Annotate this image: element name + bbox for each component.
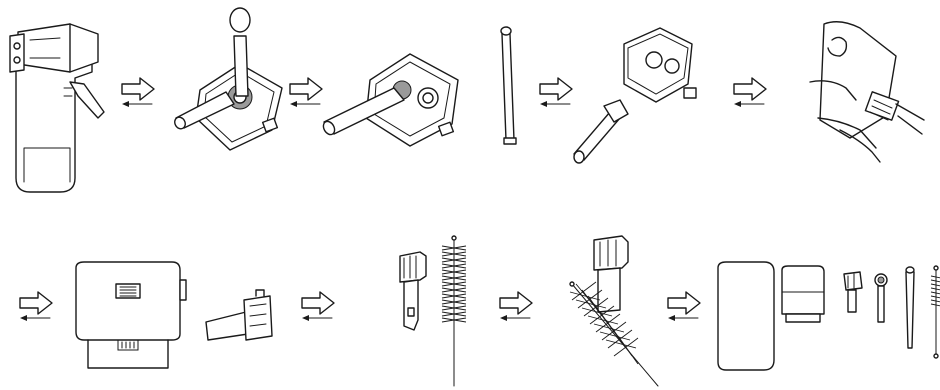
all-parts-illustration bbox=[718, 262, 940, 370]
step-arrows-7 bbox=[500, 292, 532, 321]
lid-housing-front-illustration bbox=[76, 262, 186, 368]
brushing-nozzle-illustration bbox=[570, 236, 658, 386]
step-arrows-3 bbox=[540, 78, 572, 107]
lid-and-connector-illustration bbox=[574, 28, 696, 163]
step-arrows-6 bbox=[302, 292, 334, 321]
suction-tube-illustration bbox=[501, 27, 516, 144]
step-arrows-2 bbox=[290, 78, 322, 107]
lid-with-angled-tube-illustration bbox=[321, 54, 458, 146]
step-arrows-5 bbox=[20, 292, 52, 321]
connector-piece-illustration bbox=[206, 290, 272, 340]
nozzle-and-brush-illustration bbox=[400, 236, 466, 386]
hands-detaching-parts-illustration bbox=[810, 22, 924, 162]
step-arrows-1 bbox=[122, 78, 154, 107]
step-arrows-8 bbox=[668, 292, 700, 321]
milk-container-illustration bbox=[10, 24, 104, 192]
lid-top-view-with-tube-illustration bbox=[173, 8, 282, 150]
step-arrows-4 bbox=[734, 78, 766, 107]
